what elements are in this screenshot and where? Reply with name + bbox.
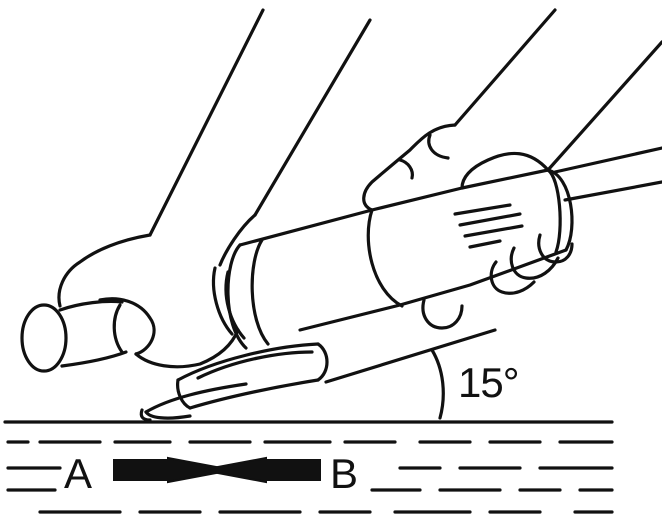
right-hand xyxy=(364,125,572,328)
power-cord xyxy=(555,148,662,200)
left-hand xyxy=(59,215,255,367)
angle-grinder-icon xyxy=(228,170,572,348)
angle-label: 15° xyxy=(458,359,520,406)
direction-end-label: B xyxy=(330,450,359,497)
grinding-disc xyxy=(141,384,246,420)
direction-start-label: A xyxy=(64,450,93,497)
side-handle xyxy=(22,301,126,371)
work-surface xyxy=(5,422,612,512)
angle-indicator xyxy=(326,330,495,418)
wheel-guard xyxy=(178,344,327,408)
double-arrow-icon xyxy=(114,456,320,484)
right-arm xyxy=(455,10,662,170)
left-arm xyxy=(150,10,370,235)
